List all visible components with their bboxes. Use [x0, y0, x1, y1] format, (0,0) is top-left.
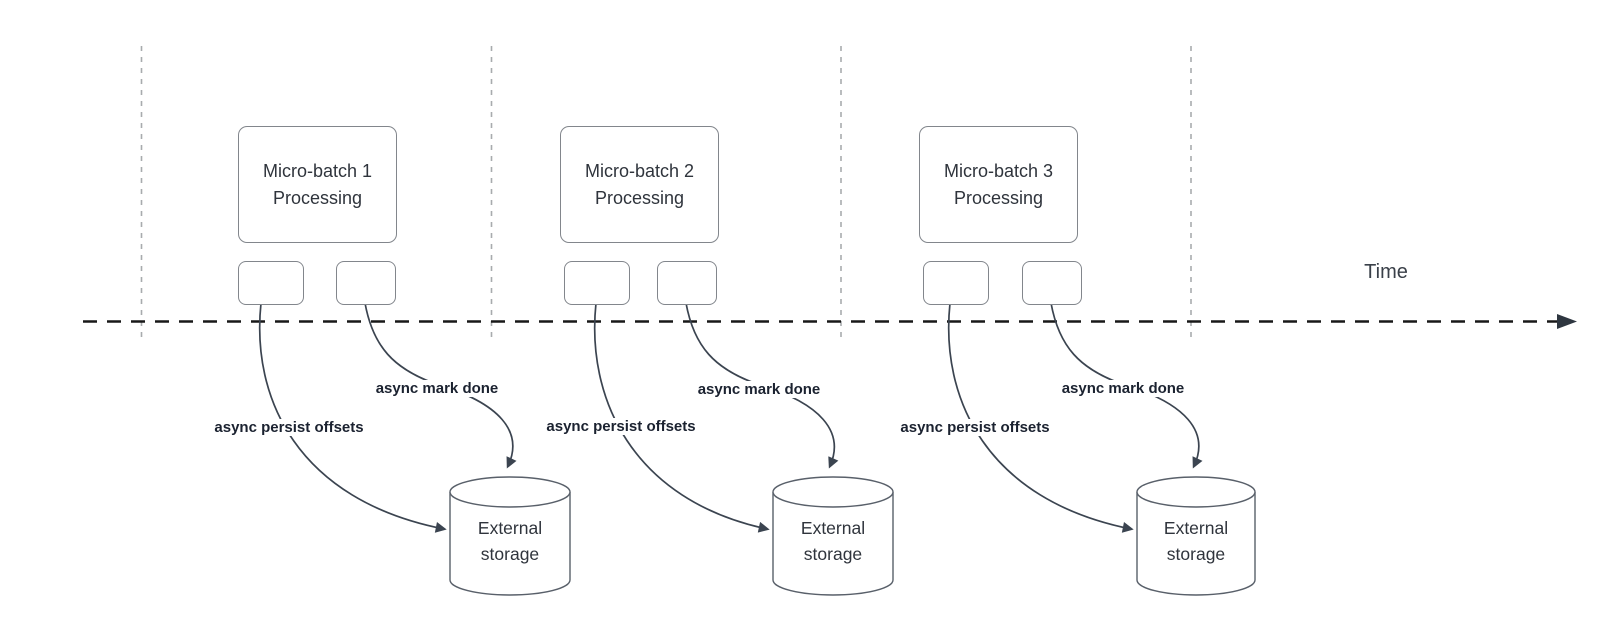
persist-offsets-arrow-2	[593, 302, 770, 533]
persist-offsets-arrow-3	[947, 302, 1134, 533]
offsets-task-box-3	[923, 261, 989, 305]
persist-offsets-label-3: async persist offsets	[897, 419, 1053, 436]
offsets-task-box-2	[564, 261, 630, 305]
storage-label-1: External storage	[477, 517, 543, 564]
mark-done-task-box-2	[657, 261, 717, 305]
storage-cylinder-3	[1136, 476, 1256, 596]
persist-offsets-arrow-1	[258, 302, 447, 533]
mark-done-task-box-3	[1022, 261, 1082, 305]
microbatch-processing-box-3: Micro-batch 3 Processing	[919, 126, 1078, 243]
storage-cylinder-2	[772, 476, 894, 596]
mark-done-task-box-1	[336, 261, 396, 305]
storage-label-2: External storage	[800, 517, 866, 564]
persist-offsets-label-2: async persist offsets	[543, 418, 699, 435]
storage-cylinder-1	[449, 476, 571, 596]
mark-done-label-3: async mark done	[1058, 380, 1188, 397]
time-axis-arrowhead-icon	[1557, 314, 1577, 329]
microbatch-processing-box-2: Micro-batch 2 Processing	[560, 126, 719, 243]
offsets-task-box-1	[238, 261, 304, 305]
persist-offsets-label-1: async persist offsets	[211, 419, 367, 436]
storage-label-3: External storage	[1163, 517, 1229, 564]
mark-done-label-2: async mark done	[694, 381, 824, 398]
microbatch-processing-box-1: Micro-batch 1 Processing	[238, 126, 397, 243]
time-label: Time	[1364, 261, 1408, 283]
mark-done-label-1: async mark done	[372, 380, 502, 397]
